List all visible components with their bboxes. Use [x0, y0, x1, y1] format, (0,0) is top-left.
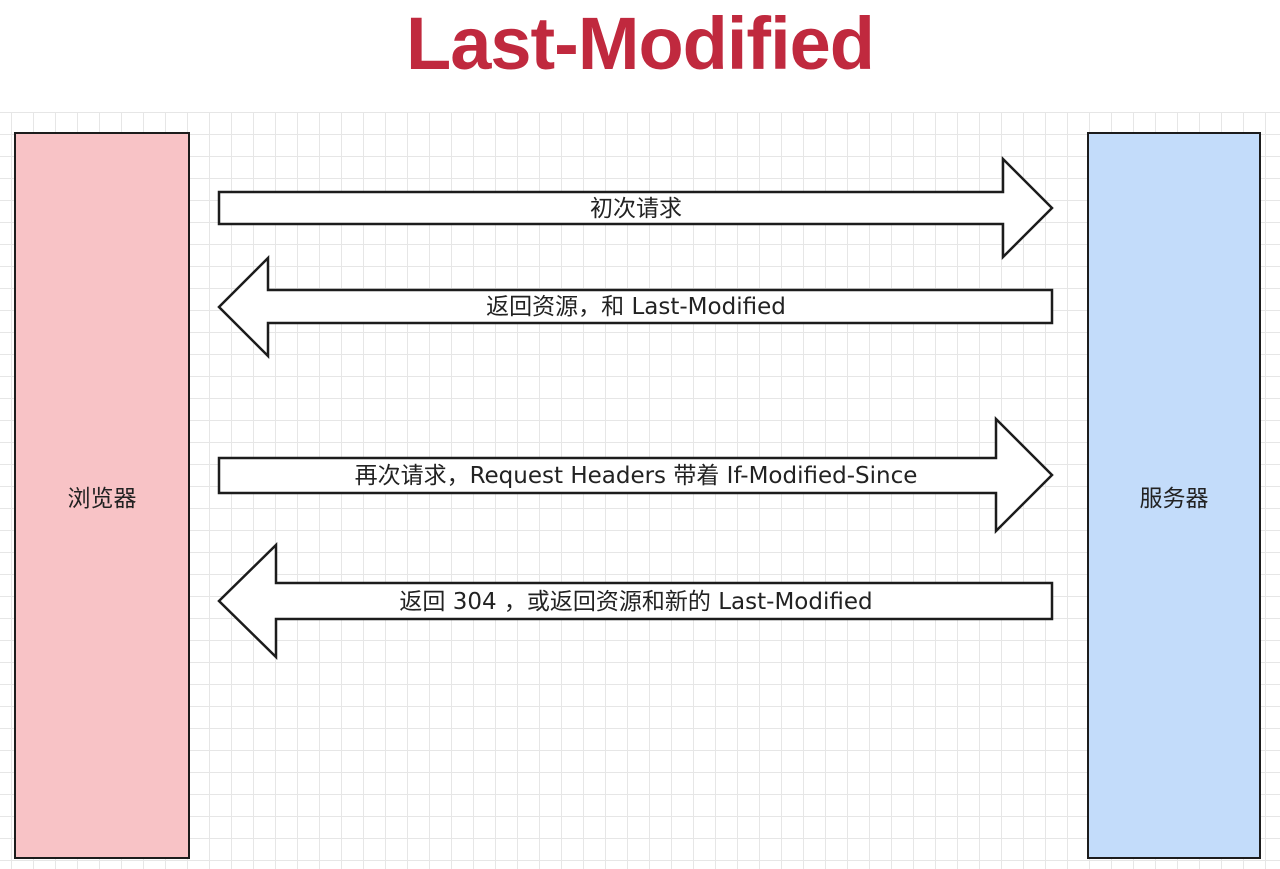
browser-label: 浏览器 — [67, 485, 137, 512]
server-label: 服务器 — [1139, 485, 1209, 512]
arrow-return-304 — [217, 542, 1054, 660]
arrow-return-resource — [217, 254, 1054, 360]
arrow-label-second-request: 再次请求，Request Headers 带着 If-Modified-Sinc… — [354, 463, 918, 489]
arrow-label-return-304: 返回 304 ，或返回资源和新的 Last-Modified — [399, 589, 873, 615]
arrow-label-initial-request: 初次请求 — [590, 196, 682, 222]
server-box: 服务器 — [1087, 132, 1261, 859]
diagram-title: Last-Modified — [406, 2, 875, 85]
arrow-initial-request — [217, 155, 1054, 261]
arrow-second-request — [217, 415, 1054, 535]
arrow-label-return-resource: 返回资源，和 Last-Modified — [486, 294, 786, 320]
browser-box: 浏览器 — [14, 132, 190, 859]
